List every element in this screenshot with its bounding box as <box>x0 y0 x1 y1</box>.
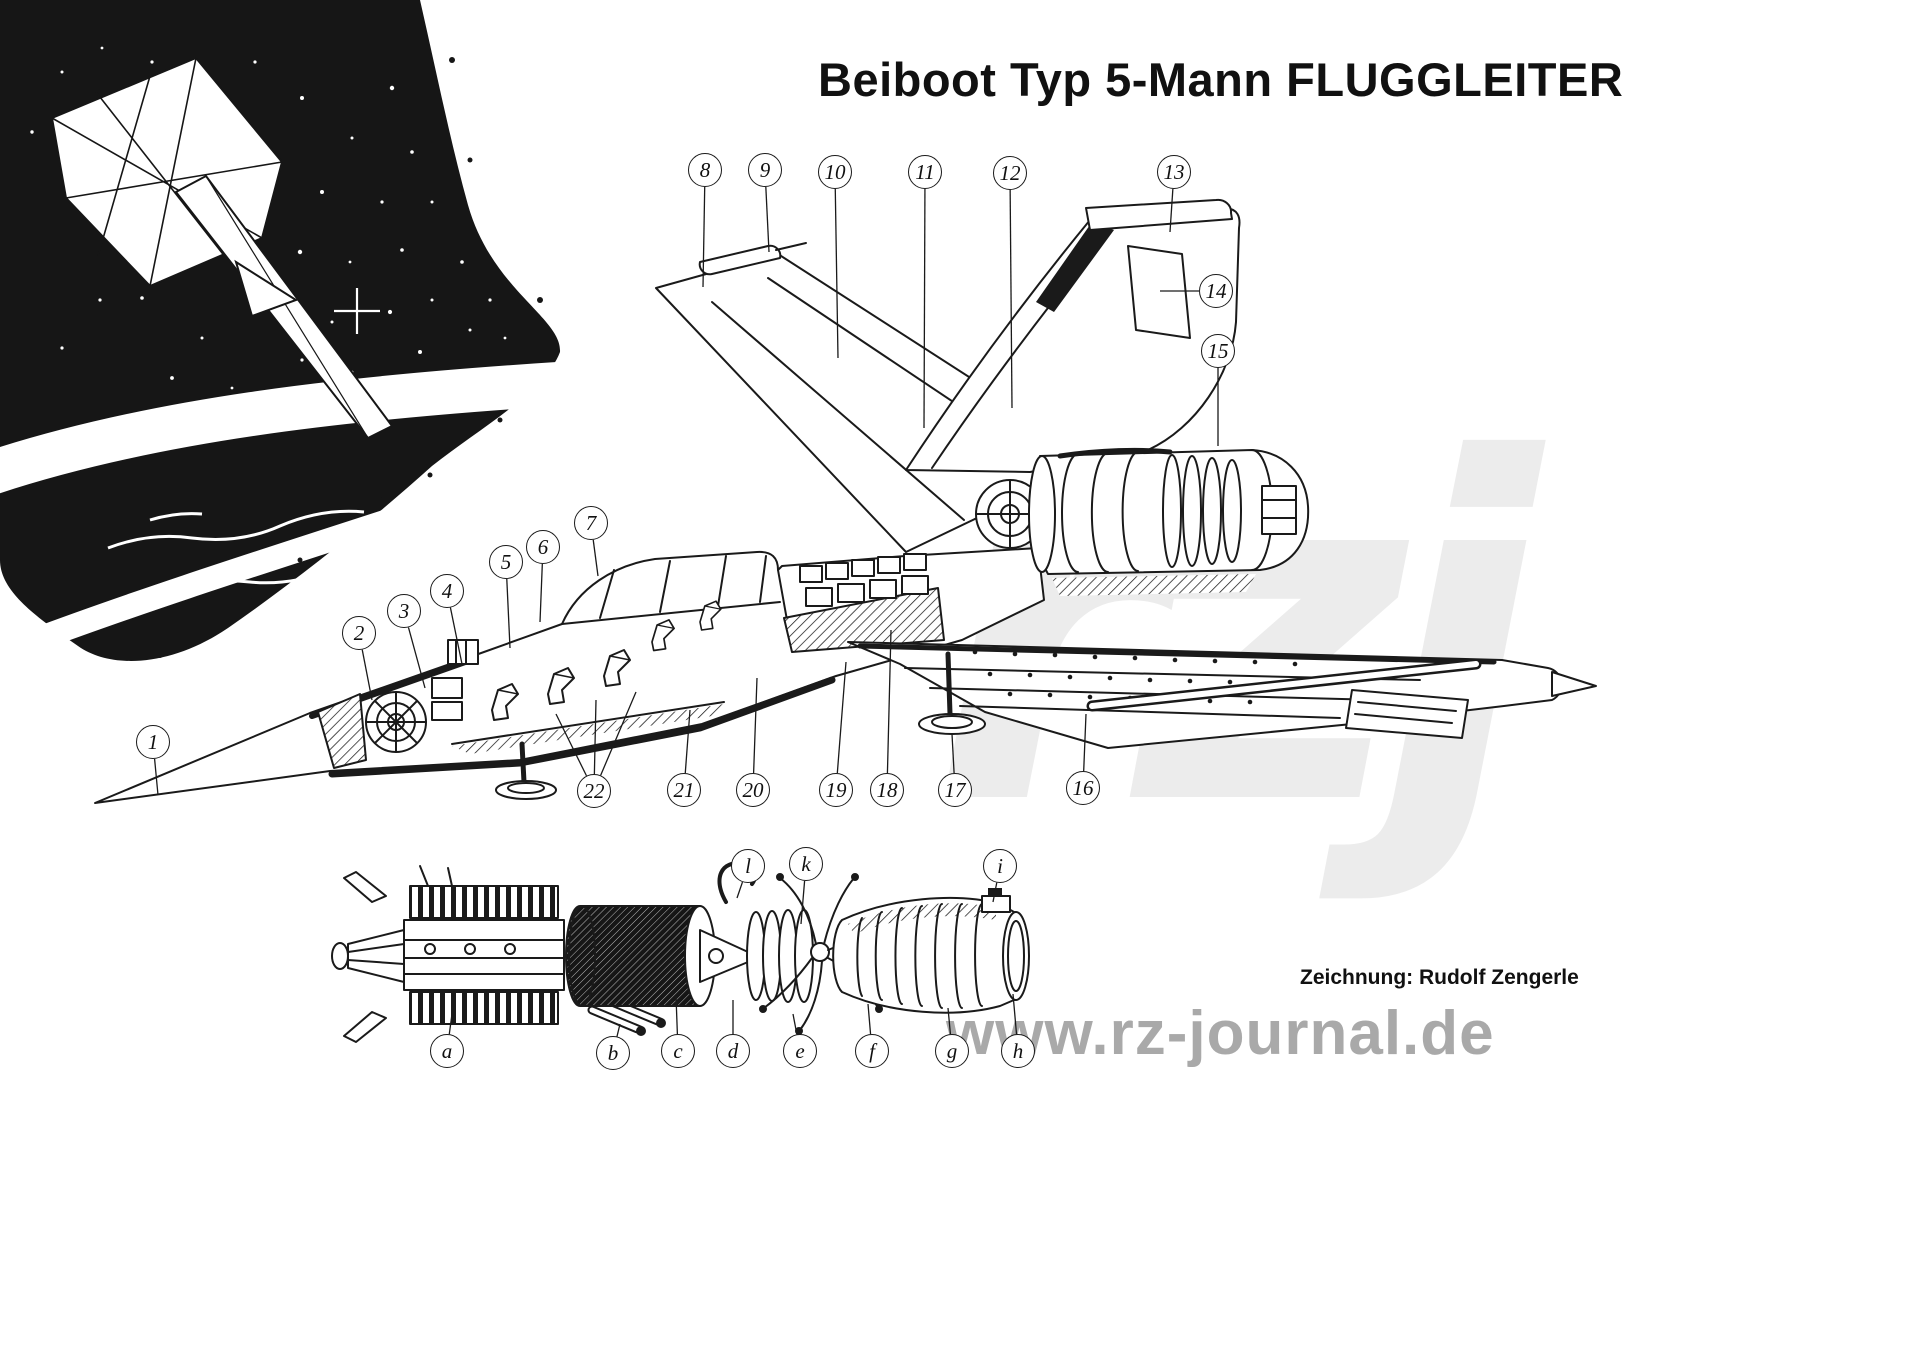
artist-credit: Zeichnung: Rudolf Zengerle <box>1300 966 1579 989</box>
edge-speckles <box>157 57 543 658</box>
spacecraft-cutaway <box>94 198 1597 804</box>
planet-ring <box>0 362 560 494</box>
page-title: Beiboot Typ 5-Mann FLUGGLEITER <box>818 53 1624 106</box>
landing-gear <box>495 651 986 800</box>
equipment-bay <box>783 553 945 653</box>
tail-fin <box>905 198 1241 473</box>
planet-horizon <box>25 456 552 654</box>
url-watermark: www.rz-journal.de <box>946 999 1495 1068</box>
engine-detail-view <box>331 861 1030 1043</box>
mothership-illustration <box>50 56 394 440</box>
engine-nacelle <box>975 447 1310 596</box>
near-wing <box>847 641 1597 749</box>
space-scene-illustration <box>0 0 561 661</box>
far-wing <box>655 242 1099 553</box>
planet-coastlines <box>107 509 365 590</box>
bright-star <box>334 288 380 334</box>
